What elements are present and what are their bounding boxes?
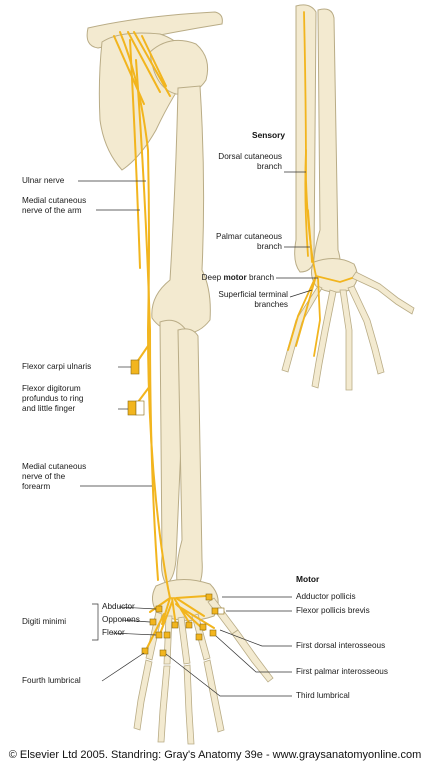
label-digiti-minimi: Digiti minimi	[22, 617, 67, 626]
inset-radius	[313, 8, 341, 277]
inset-dorsal-branch	[304, 149, 309, 257]
label-fdp: Flexor digitorum profundus to ring and l…	[22, 384, 84, 413]
fcu-marker	[130, 359, 140, 375]
inset-palmar-branch	[307, 209, 313, 263]
label-flexor-carpi-ulnaris: Flexor carpi ulnaris	[22, 362, 92, 371]
label-medial-cutaneous-forearm: Medial cutaneous nerve of the forearm	[22, 462, 87, 491]
label-opponens: Opponens	[102, 615, 140, 624]
label-fourth-lumbrical: Fourth lumbrical	[22, 676, 81, 685]
label-adductor-pollicis: Adductor pollicis	[296, 592, 356, 601]
label-deep-motor-branch: Deep motor branch	[201, 273, 274, 282]
label-medial-cutaneous-arm: Medial cutaneous nerve of the arm	[22, 196, 87, 215]
label-flexor: Flexor	[102, 628, 125, 637]
metacarpals	[145, 597, 239, 665]
inset-deep-motor	[315, 275, 353, 283]
label-first-palmar-interosseous: First palmar interosseous	[296, 667, 388, 676]
medial-cutaneous-arm-nerve	[129, 39, 141, 269]
motor-header: Motor	[296, 574, 320, 584]
leader-lines	[78, 171, 318, 697]
main-arm-bones	[86, 11, 274, 745]
label-dorsal-cutaneous: Dorsal cutaneous branch	[218, 152, 282, 171]
label-flexor-pollicis-brevis: Flexor pollicis brevis	[296, 606, 370, 615]
copyright-footer: © Elsevier Ltd 2005. Standring: Gray's A…	[8, 749, 422, 761]
inset-forearm-bones	[281, 4, 415, 391]
label-third-lumbrical: Third lumbrical	[296, 691, 350, 700]
medial-cutaneous-forearm-nerve	[135, 59, 159, 581]
label-superficial-terminal: Superficial terminal branches	[218, 290, 288, 309]
label-ulnar-nerve: Ulnar nerve	[22, 176, 65, 185]
inset-nerves	[287, 11, 353, 357]
main-arm-nerves	[113, 31, 215, 651]
radius	[176, 328, 203, 593]
ulnar-nerve-trunk	[119, 31, 171, 599]
sensory-header: Sensory	[252, 130, 286, 140]
brachial-plexus-cords	[113, 31, 171, 105]
phalanges	[133, 629, 274, 745]
label-abductor: Abductor	[102, 602, 135, 611]
hand-motor-branches	[145, 595, 215, 651]
label-palmar-cutaneous: Palmar cutaneous branch	[216, 232, 282, 251]
fdp-marker	[127, 400, 137, 416]
fdp-branch	[137, 385, 151, 403]
fdp-marker-white	[135, 400, 145, 416]
label-first-dorsal-interosseous: First dorsal interosseous	[296, 641, 386, 650]
muscle-markers	[127, 359, 225, 657]
fcu-branch	[136, 345, 149, 363]
